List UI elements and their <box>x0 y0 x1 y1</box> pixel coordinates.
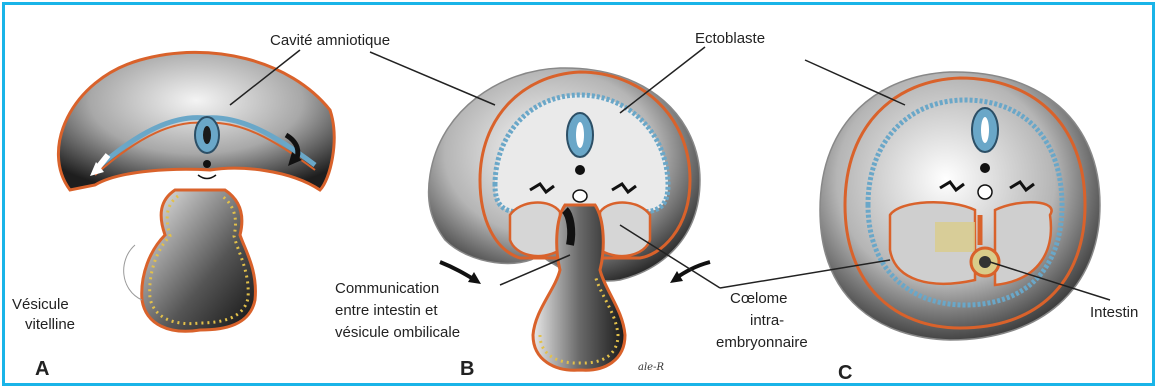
panel-letter-c: C <box>838 362 852 385</box>
embryo-b <box>429 68 710 370</box>
label-cavite-amniotique: Cavité amniotique <box>270 32 390 49</box>
embryo-a <box>58 52 334 331</box>
label-vesicule-vitelline-1: Vésicule <box>12 296 69 313</box>
label-vesicule-vitelline-2: vitelline <box>25 316 75 333</box>
label-intestin: Intestin <box>1090 304 1138 321</box>
label-communication-1: Communication <box>335 280 439 297</box>
panel-letter-b: B <box>460 358 474 381</box>
label-communication-2: entre intestin et <box>335 302 438 319</box>
label-communication-3: vésicule ombilicale <box>335 324 460 341</box>
label-coelome-2: intra- <box>750 312 784 329</box>
label-coelome-3: embryonnaire <box>716 334 808 351</box>
panel-letter-a: A <box>35 358 49 381</box>
artist-signature: ale-R <box>638 362 664 373</box>
label-ectoblaste: Ectoblaste <box>695 30 765 47</box>
embryo-c <box>820 72 1100 340</box>
label-coelome-1: Cœlome <box>730 290 788 307</box>
